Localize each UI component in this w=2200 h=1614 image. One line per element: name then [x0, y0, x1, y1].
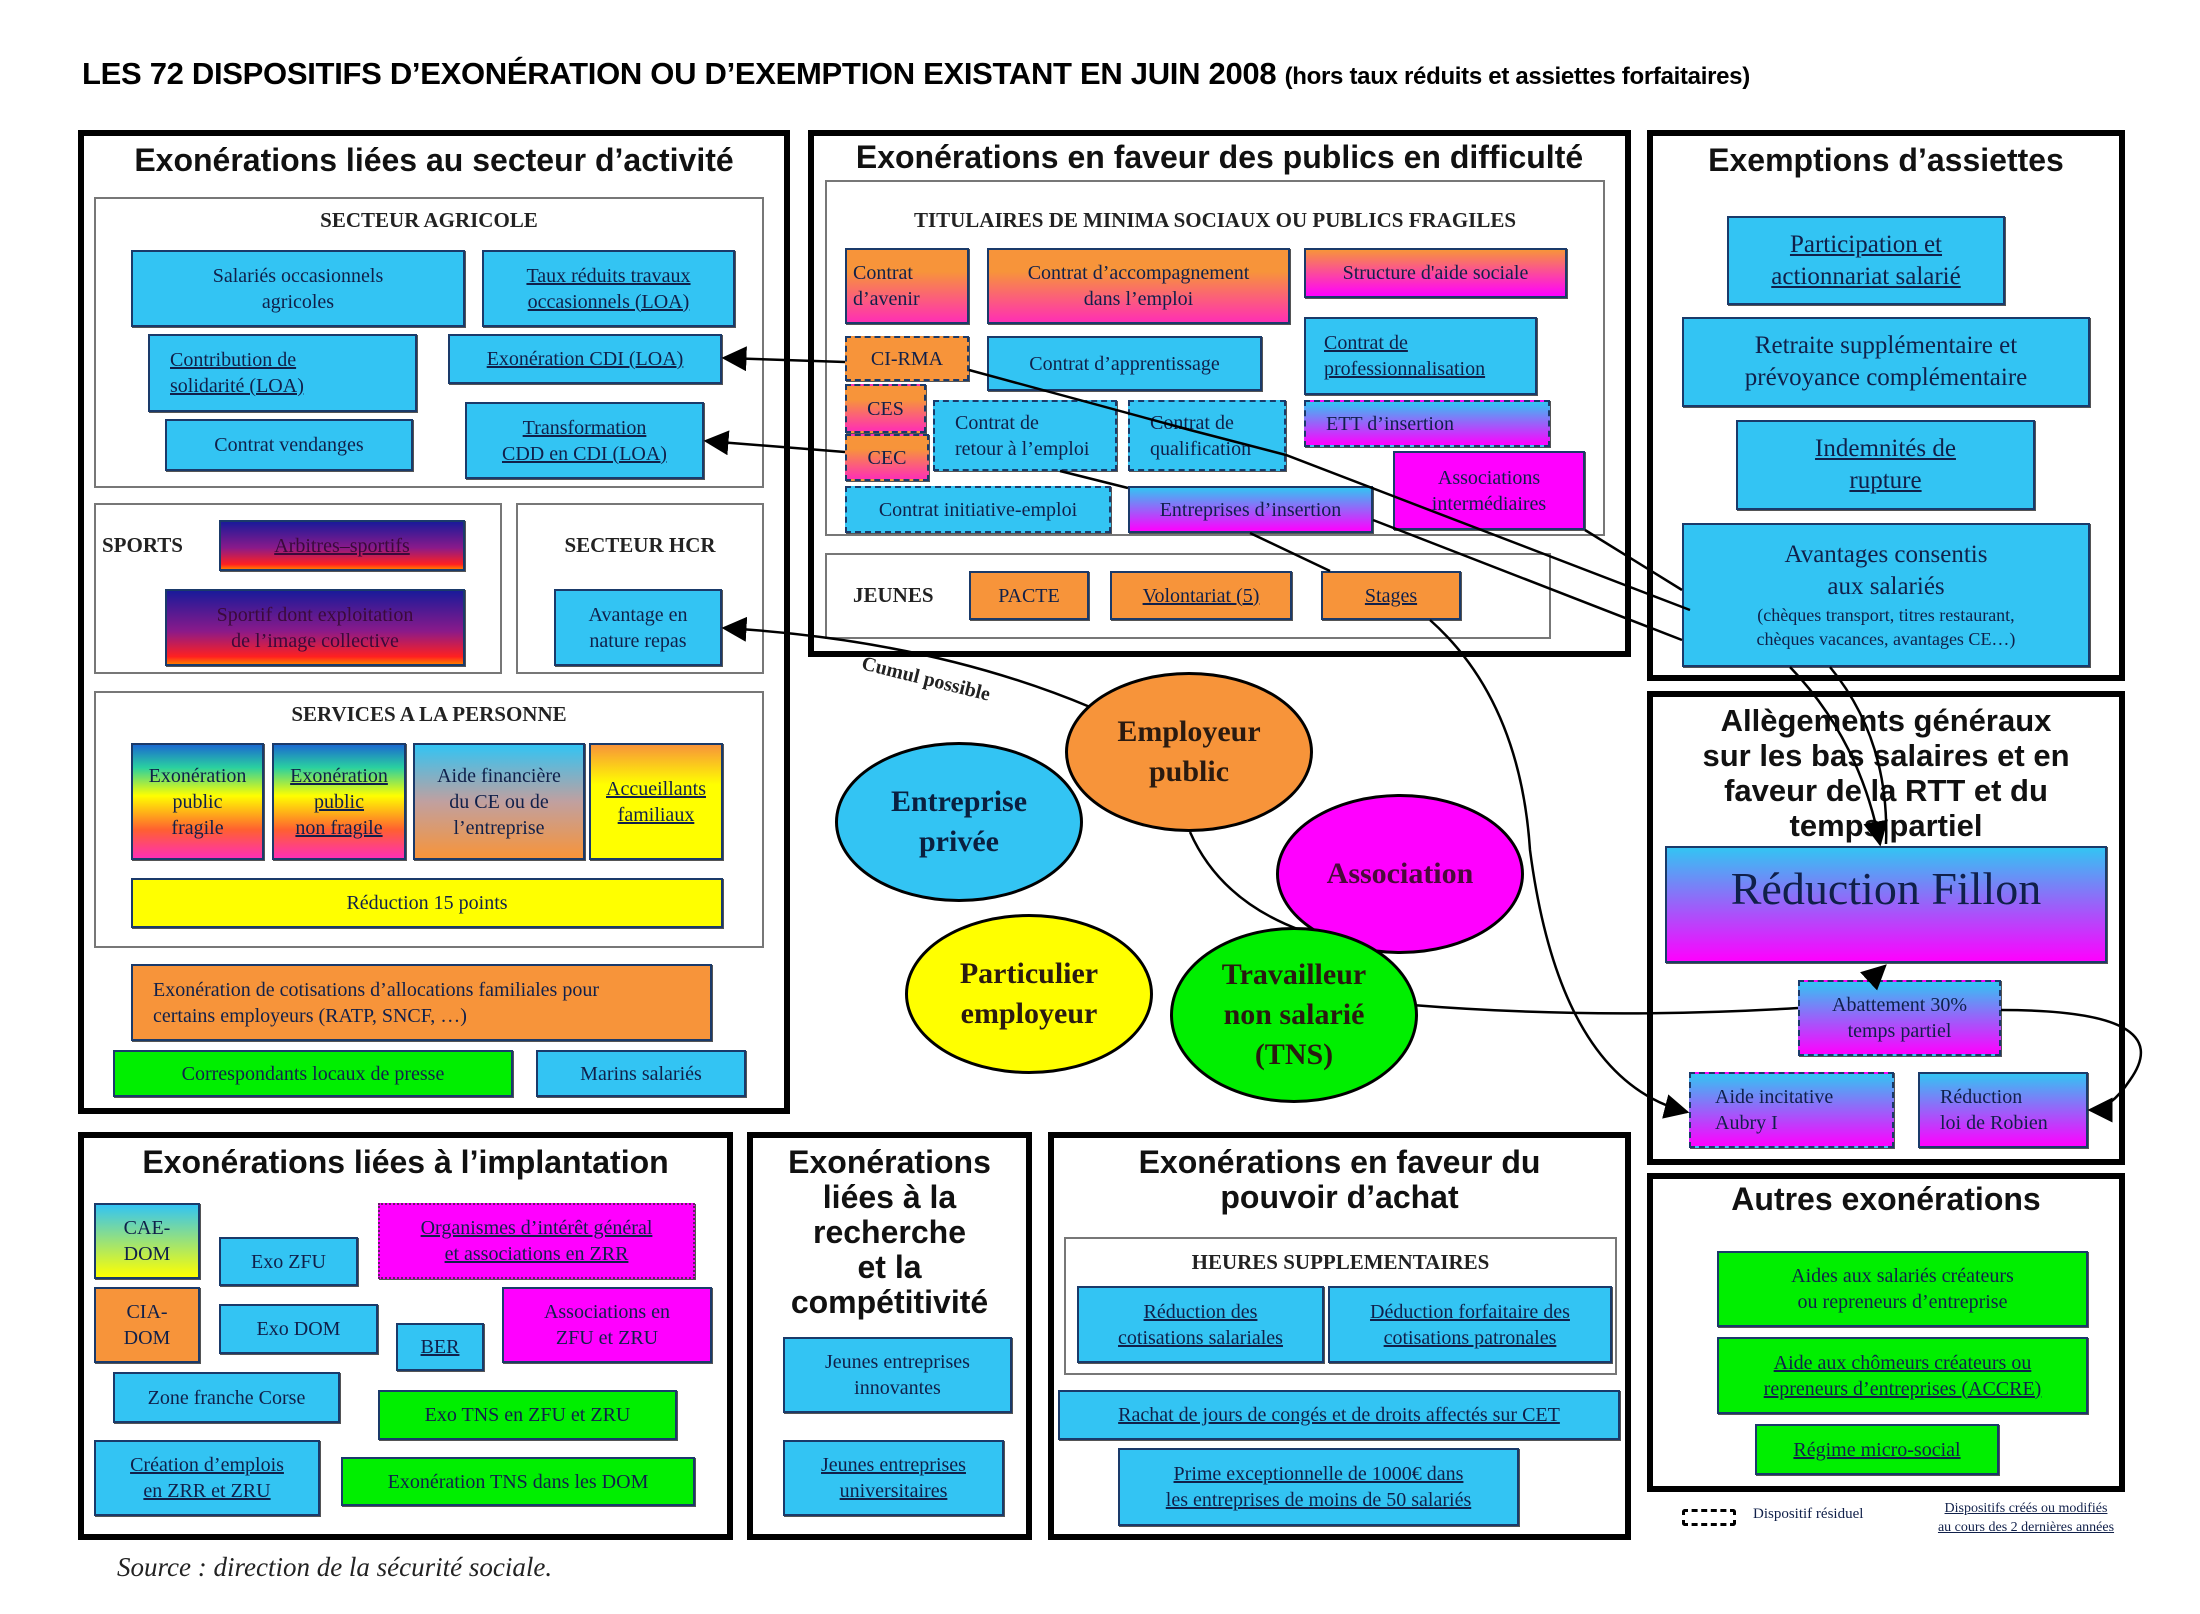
item-box: Aide financière du CE ou de l’entreprise — [413, 743, 585, 860]
item-box: Exonération TNS dans les DOM — [341, 1457, 695, 1506]
item-box: Rachat de jours de congés et de droits a… — [1058, 1390, 1620, 1440]
item-box: Exonération public non fragile — [272, 743, 406, 860]
employer-public-ellipse: Employeur public — [1065, 672, 1313, 832]
item-box: Contrat d’apprentissage — [987, 336, 1262, 391]
item-box: Contrat d’avenir — [845, 248, 969, 324]
item-box: Indemnités de rupture — [1736, 420, 2035, 510]
item-box: Déduction forfaitaire des cotisations pa… — [1328, 1286, 1612, 1363]
item-box: Contrat de professionnalisation — [1304, 317, 1537, 395]
section-title: Exonérations liées à l’implantation — [142, 1144, 669, 1180]
section-title: Exonérations liées au secteur d’activité — [134, 142, 734, 178]
title-sub: (hors taux réduits et assiettes forfaita… — [1284, 63, 1751, 90]
entreprise-privee-ellipse: Entreprise privée — [835, 742, 1083, 902]
item-box: Exo DOM — [219, 1304, 378, 1354]
item-box: Jeunes entreprises universitaires — [783, 1440, 1004, 1516]
item-box: Exo ZFU — [219, 1237, 358, 1286]
item-box: Avantage en nature repas — [554, 589, 722, 666]
item-box: Contrat vendanges — [165, 419, 413, 471]
item-box: Contrat de qualification — [1128, 400, 1286, 471]
item-box: Contribution de solidarité (LOA) — [148, 334, 417, 412]
item-box: Exonération public fragile — [131, 743, 264, 860]
item-box: Organismes d’intérêt général et associat… — [378, 1203, 695, 1279]
subgroup-label: SPORTS — [102, 533, 183, 557]
item-box: BER — [396, 1323, 484, 1371]
section-title: Exonérations en faveur des publics en di… — [855, 139, 1584, 175]
item-box: Accueillants familiaux — [589, 743, 723, 860]
tns-ellipse: Travailleur non salarié (TNS) — [1170, 927, 1418, 1103]
item-box: Taux réduits travaux occasionnels (LOA) — [482, 250, 735, 327]
item-box: Réduction 15 points — [131, 878, 723, 928]
item-box: CAE- DOM — [94, 1203, 200, 1279]
title-main: LES 72 DISPOSITIFS D’EXONÉRATION OU D’EX… — [82, 56, 1277, 91]
item-box: Volontariat (5) — [1110, 571, 1292, 620]
subgroup-label: SECTEUR AGRICOLE — [320, 208, 538, 232]
item-box: Exonération de cotisations d’allocations… — [131, 964, 712, 1041]
item-box: CI-RMA — [845, 336, 969, 381]
item-box: Associations intermédiaires — [1393, 451, 1585, 530]
item-box: Zone franche Corse — [113, 1372, 340, 1423]
item-box: Prime exceptionnelle de 1000€ dans les e… — [1118, 1448, 1519, 1526]
item-box: Réduction des cotisations salariales — [1077, 1286, 1324, 1363]
item-box: Exo TNS en ZFU et ZRU — [378, 1390, 677, 1440]
item-box: ETT d’insertion — [1304, 400, 1550, 447]
page-title: LES 72 DISPOSITIFS D’EXONÉRATION OU D’EX… — [82, 56, 1750, 92]
item-box: Aide aux chômeurs créateurs ou repreneur… — [1717, 1337, 2088, 1414]
item-box: Stages — [1321, 571, 1461, 620]
item-box: Régime micro-social — [1755, 1424, 1999, 1475]
item-box: Contrat d’accompagnement dans l’emploi — [987, 248, 1290, 324]
item-box: CEC — [845, 434, 929, 481]
item-box: Structure d'aide sociale — [1304, 248, 1567, 298]
subgroup-label: SECTEUR HCR — [564, 533, 716, 557]
item-box: Création d’emplois en ZRR et ZRU — [94, 1440, 320, 1516]
item-detail: (chèques transport, titres restaurant, c… — [1756, 605, 2016, 649]
item-box: Entreprises d’insertion — [1128, 486, 1373, 533]
item-label: Avantages consentis aux salariés — [1784, 541, 1988, 600]
item-box-avantages: Avantages consentis aux salariés (chèque… — [1682, 523, 2090, 667]
subgroup-label: JEUNES — [853, 583, 934, 607]
item-box: Jeunes entreprises innovantes — [783, 1337, 1012, 1413]
item-box: Contrat de retour à l’emploi — [933, 400, 1117, 471]
item-box: Correspondants locaux de presse — [113, 1050, 513, 1097]
section-title: Exonérations en faveur du pouvoir d’acha… — [1138, 1144, 1541, 1215]
item-box: Exonération CDI (LOA) — [448, 334, 722, 384]
legend-residuel: Dispositif résiduel — [1753, 1506, 1864, 1522]
section-title: Autres exonérations — [1731, 1181, 2041, 1217]
item-box: Réduction loi de Robien — [1918, 1072, 2088, 1148]
legend-dashed-swatch — [1682, 1509, 1736, 1526]
item-box: Associations en ZFU et ZRU — [502, 1287, 712, 1363]
item-box: CIA- DOM — [94, 1287, 200, 1363]
section-title: Allègements généraux sur les bas salaire… — [1702, 703, 2070, 843]
item-box: CES — [845, 384, 926, 433]
cumul-possible-label: Cumul possible — [859, 652, 993, 706]
particulier-employeur-ellipse: Particulier employeur — [905, 914, 1153, 1074]
item-box: Arbitres–sportifs — [219, 520, 465, 571]
item-box: Aide incitative Aubry I — [1689, 1072, 1894, 1148]
item-box: Abattement 30% temps partiel — [1798, 980, 2001, 1056]
item-box: Contrat initiative-emploi — [845, 486, 1111, 533]
legend-nouveaux: Dispositifs créés ou modifiés au cours d… — [1937, 1501, 2115, 1535]
reduction-fillon-box: Réduction Fillon — [1665, 846, 2107, 963]
subgroup-label: SERVICES A LA PERSONNE — [291, 702, 567, 726]
subgroup-label: HEURES SUPPLEMENTAIRES — [1191, 1250, 1490, 1274]
section-title: Exemptions d’assiettes — [1708, 142, 2064, 178]
item-box: Marins salariés — [536, 1050, 746, 1097]
subgroup-label: TITULAIRES DE MINIMA SOCIAUX OU PUBLICS … — [913, 208, 1517, 232]
association-ellipse: Association — [1276, 794, 1524, 954]
item-box: Aides aux salariés créateurs ou repreneu… — [1717, 1251, 2088, 1327]
item-box: Sportif dont exploitation de l’image col… — [165, 589, 465, 666]
item-box: Transformation CDD en CDI (LOA) — [465, 402, 704, 479]
item-box: Participation et actionnariat salarié — [1727, 216, 2005, 305]
item-box: PACTE — [969, 571, 1089, 620]
section-title: Exonérations liées à la recherche et la … — [788, 1144, 991, 1320]
item-box: Salariés occasionnels agricoles — [131, 250, 465, 327]
source-note: Source : direction de la sécurité social… — [117, 1552, 553, 1582]
item-box: Retraite supplémentaire et prévoyance co… — [1682, 317, 2090, 407]
